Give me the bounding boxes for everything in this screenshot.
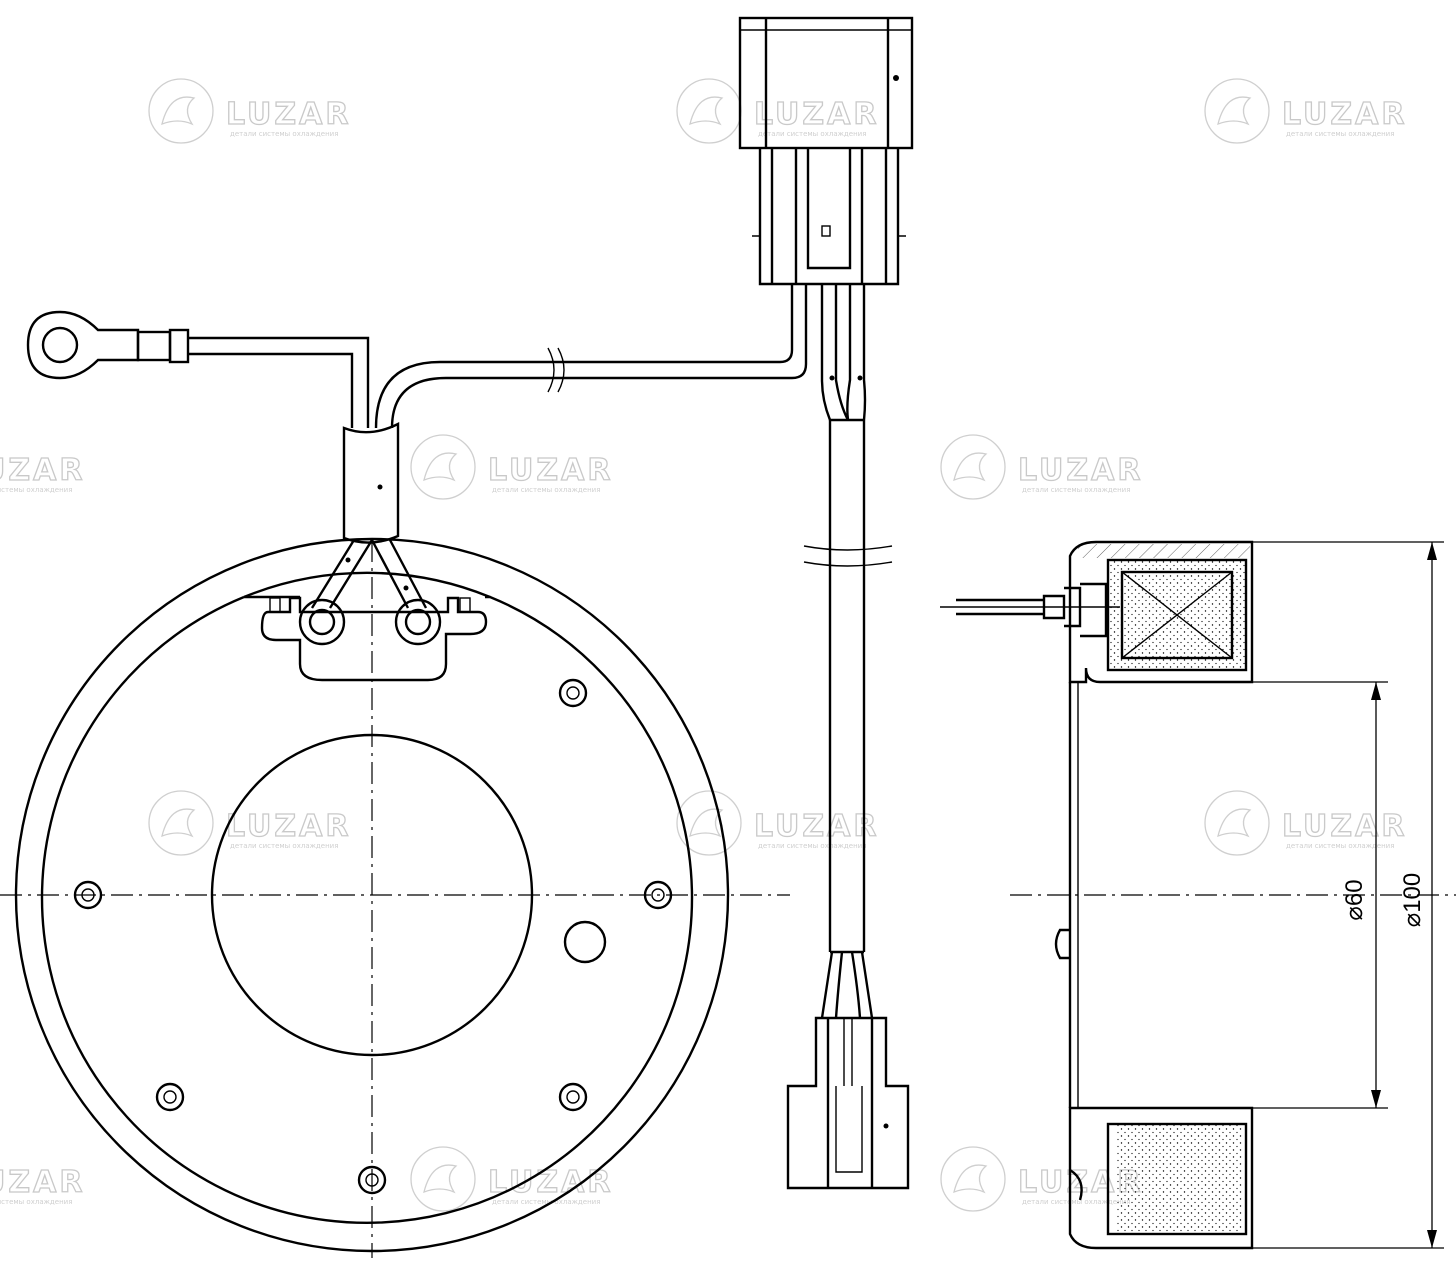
coil-winding-cross bbox=[1121, 571, 1233, 659]
watermark: LUZAR детали системы охлаждения bbox=[0, 1164, 85, 1206]
terminal-slot bbox=[269, 597, 281, 613]
watermark-tagline: детали системы охлаждения bbox=[758, 130, 866, 138]
ground-wire bbox=[188, 336, 370, 428]
mounting-hole bbox=[558, 678, 588, 708]
dimension-label-outer: ⌀100 bbox=[1399, 873, 1426, 928]
watermark-brand: LUZAR bbox=[226, 809, 351, 844]
watermark: LUZAR детали системы охлаждения bbox=[676, 790, 879, 856]
wire-harness bbox=[26, 16, 914, 1190]
connector-wire bbox=[820, 284, 867, 421]
watermark: LUZAR детали системы охлаждения bbox=[410, 434, 613, 500]
watermark-brand: LUZAR bbox=[488, 1165, 613, 1200]
watermark-brand: LUZAR bbox=[0, 1165, 85, 1200]
watermark-tagline: детали системы охлаждения bbox=[492, 486, 600, 494]
housing-section-bottom bbox=[1068, 1106, 1254, 1250]
terminal-plate bbox=[260, 596, 488, 682]
watermark-tagline: детали системы охлаждения bbox=[1022, 486, 1130, 494]
watermark-brand: LUZAR bbox=[754, 97, 879, 132]
watermark: LUZAR детали системы охлаждения bbox=[940, 1146, 1141, 1212]
watermark-tagline: детали системы охлаждения bbox=[758, 842, 866, 850]
terminal-eyelet-inner bbox=[404, 608, 432, 636]
watermark-brand: LUZAR bbox=[488, 453, 613, 488]
watermark: LUZAR детали системы охлаждения bbox=[410, 1146, 613, 1212]
coil-lead bbox=[310, 539, 428, 609]
watermark: LUZAR детали системы охлаждения bbox=[1204, 78, 1407, 144]
wire-break-mark bbox=[803, 545, 893, 567]
watermark-brand: LUZAR bbox=[754, 809, 879, 844]
housing-hatch-top bbox=[1078, 544, 1250, 558]
dimension-label-inner: ⌀60 bbox=[1341, 879, 1368, 920]
ring-terminal-hole bbox=[41, 326, 79, 364]
watermark-brand: LUZAR bbox=[1282, 97, 1407, 132]
terminal-slot bbox=[459, 597, 471, 613]
terminal-eyelet bbox=[298, 598, 346, 646]
rivet bbox=[1054, 928, 1070, 960]
watermark-layer: LUZAR детали системы охлаждения LUZAR де… bbox=[0, 78, 1407, 1212]
rivet bbox=[1069, 1168, 1083, 1201]
crimp-sleeve bbox=[168, 328, 190, 364]
watermark-tagline: детали системы охлаждения bbox=[230, 130, 338, 138]
heat-shrink-sleeve bbox=[342, 422, 400, 544]
watermark-tagline: детали системы охлаждения bbox=[0, 1198, 72, 1206]
watermark: LUZAR детали системы охлаждения bbox=[940, 434, 1143, 500]
watermark-brand: LUZAR bbox=[226, 97, 351, 132]
watermark-tagline: детали системы охлаждения bbox=[492, 1198, 600, 1206]
terminal-eyelet bbox=[394, 598, 442, 646]
terminal-pin bbox=[956, 582, 1108, 638]
watermark: LUZAR детали системы охлаждения bbox=[148, 78, 351, 144]
connector-wire bbox=[820, 951, 874, 1019]
watermark: LUZAR детали системы охлаждения bbox=[676, 78, 879, 144]
watermark-tagline: детали системы охлаждения bbox=[0, 486, 72, 494]
terminal-eyelet-inner bbox=[308, 608, 336, 636]
coil-housing-face bbox=[40, 595, 694, 1225]
crimp-sleeve bbox=[136, 330, 172, 362]
dimension-outer-diameter: ⌀100 bbox=[1252, 541, 1444, 1249]
watermark: LUZAR детали системы охлаждения bbox=[1204, 790, 1407, 856]
wire-break-mark bbox=[547, 347, 565, 393]
locating-hole bbox=[563, 920, 607, 964]
watermark-brand: LUZAR bbox=[1282, 809, 1407, 844]
watermark-tagline: детали системы охлаждения bbox=[1286, 842, 1394, 850]
watermark-tagline: детали системы охлаждения bbox=[230, 842, 338, 850]
watermark-tagline: детали системы охлаждения bbox=[1286, 130, 1394, 138]
connector-housing-top bbox=[738, 16, 914, 286]
watermark-tagline: детали системы охлаждения bbox=[1022, 1198, 1130, 1206]
mounting-hole bbox=[155, 1082, 185, 1112]
watermark-brand: LUZAR bbox=[1018, 453, 1143, 488]
coil-front-view bbox=[0, 537, 790, 1258]
coil-housing-top bbox=[243, 571, 491, 599]
dimension-inner-diameter: ⌀60 bbox=[1252, 681, 1388, 1109]
mounting-hole bbox=[558, 1082, 588, 1112]
watermark: LUZAR детали системы охлаждения bbox=[148, 790, 351, 856]
ring-terminal bbox=[26, 310, 140, 380]
wire-bundle bbox=[828, 418, 866, 954]
watermark: LUZAR детали системы охлаждения bbox=[0, 452, 85, 494]
signal-wire bbox=[374, 284, 808, 429]
connector-housing-bottom bbox=[786, 1016, 910, 1190]
coil-section-view: ⌀60 ⌀100 bbox=[940, 540, 1456, 1250]
watermark-brand: LUZAR bbox=[0, 453, 85, 488]
coil-core-top bbox=[1120, 570, 1234, 660]
coil-potting-bottom bbox=[1116, 1124, 1242, 1232]
